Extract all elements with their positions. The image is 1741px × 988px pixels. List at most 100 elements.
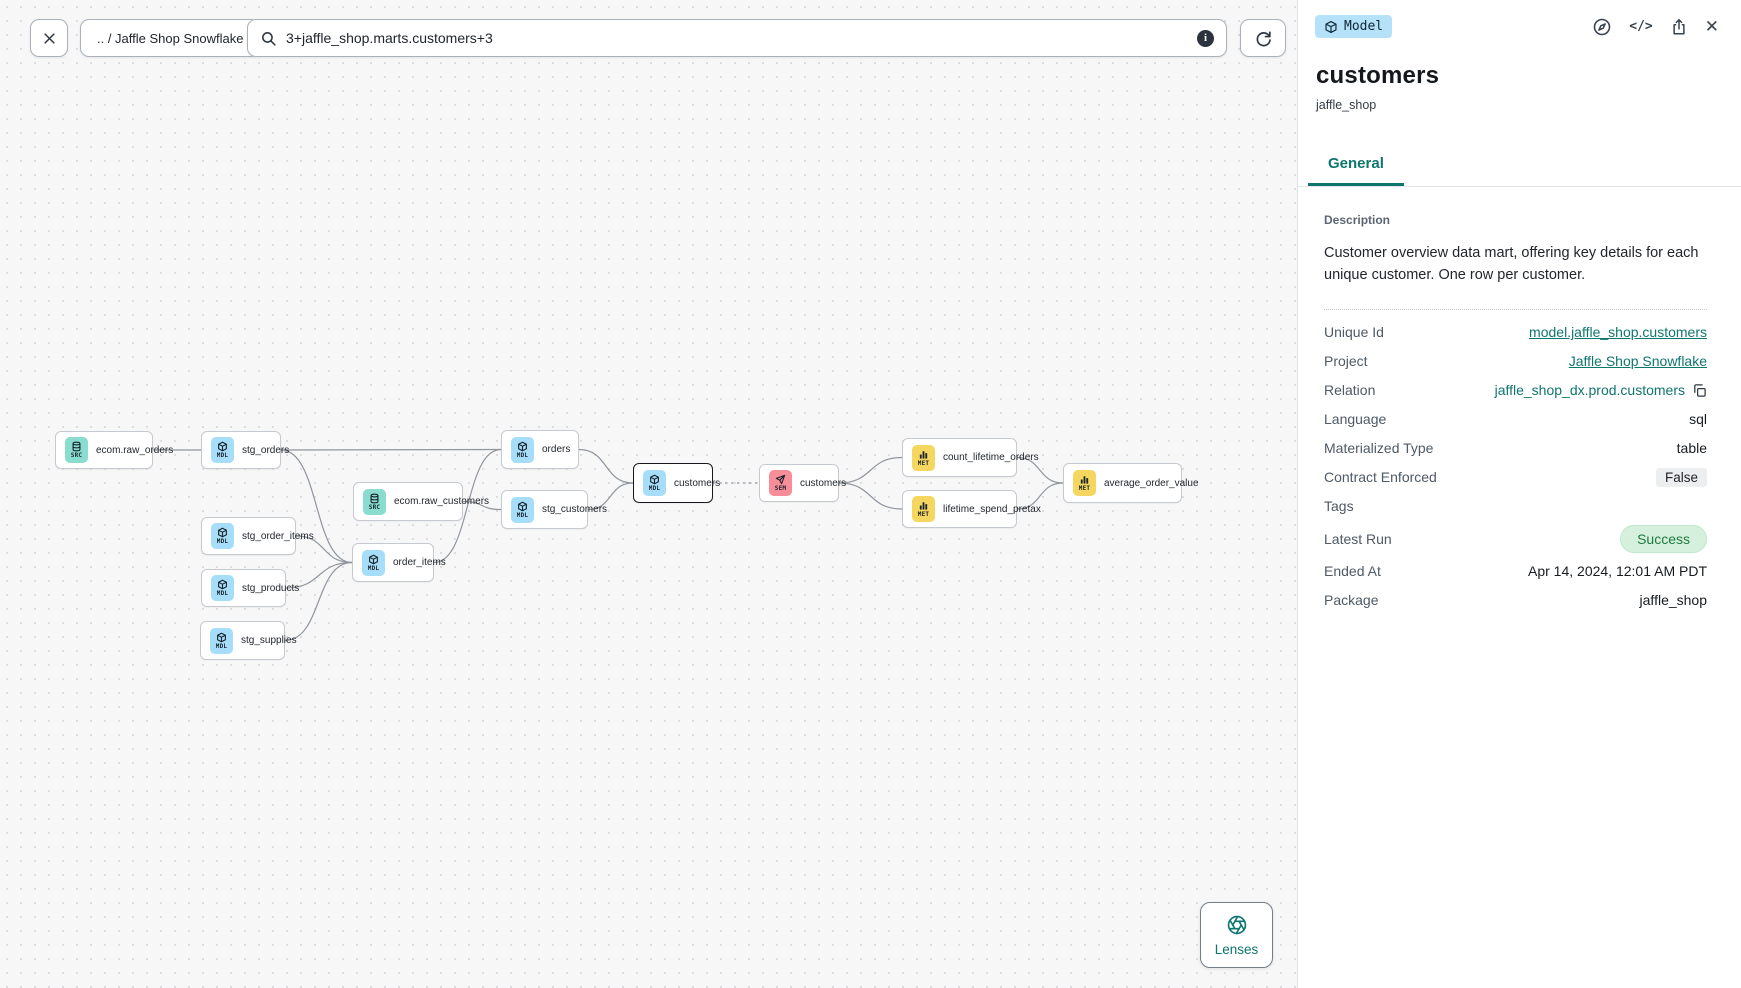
dag-node-customers_sem[interactable]: SEM customers (759, 464, 846, 502)
field-label: Language (1324, 411, 1387, 428)
dag-node-average_order_value[interactable]: MET average_order_value (1063, 463, 1199, 503)
mdl-type-icon: MDL (511, 436, 534, 463)
edge-stg_orders-to-orders (280, 448, 502, 451)
edge-orders-to-customers (578, 448, 634, 484)
panel-tabs: General (1298, 145, 1741, 187)
lenses-button[interactable]: Lenses (1200, 902, 1273, 968)
status-badge: Success (1620, 524, 1707, 553)
breadcrumb-label: .. / Jaffle Shop Snowflake (97, 30, 244, 46)
mdl-type-icon: MDL (210, 627, 233, 654)
dag-node-count_lifetime_orders[interactable]: MET count_lifetime_orders (902, 438, 1039, 477)
field-label: Tags (1324, 498, 1354, 515)
field-label: Ended At (1324, 563, 1381, 580)
search-icon (260, 30, 277, 47)
field-label: Package (1324, 592, 1379, 609)
description-label: Description (1324, 213, 1391, 227)
field-value: sql (1689, 411, 1707, 428)
dag-node-ecom.raw_customers[interactable]: SRC ecom.raw_customers (353, 482, 489, 521)
edge-customers_sem-to-lifetime_spend_pretax (838, 482, 903, 510)
dag-node-stg_orders[interactable]: MDL stg_orders (201, 431, 289, 469)
field-row-project: Project Jaffle Shop Snowflake (1324, 347, 1707, 376)
resource-type-badge[interactable]: Model (1315, 15, 1393, 38)
field-label: Project (1324, 353, 1368, 370)
close-panel-icon[interactable]: ✕ (1704, 17, 1719, 36)
field-row-ended-at: Ended At Apr 14, 2024, 12:01 AM PDT (1324, 557, 1707, 586)
edge-customers_sem-to-count_lifetime_orders (838, 456, 903, 484)
compass-icon[interactable] (1592, 17, 1612, 37)
divider (1324, 308, 1707, 310)
refresh-icon (1254, 29, 1273, 48)
field-label: Latest Run (1324, 530, 1392, 547)
dag-node-orders[interactable]: MDL orders (501, 430, 579, 469)
lenses-label: Lenses (1214, 941, 1259, 957)
field-row-relation: Relation jaffle_shop_dx.prod.customers (1324, 376, 1707, 405)
dag-node-label: order_items (393, 557, 446, 568)
dag-node-order_items[interactable]: MDL order_items (352, 543, 446, 582)
met-type-icon: MET (912, 444, 935, 471)
field-row-package: Package jaffle_shop (1324, 586, 1707, 615)
field-row-language: Language sql (1324, 405, 1707, 434)
field-value: Apr 14, 2024, 12:01 AM PDT (1528, 563, 1707, 580)
dag-node-label: stg_supplies (241, 635, 297, 646)
code-icon[interactable]: </> (1629, 19, 1653, 34)
dag-node-stg_supplies[interactable]: MDL stg_supplies (200, 621, 297, 660)
panel-title: customers (1316, 62, 1440, 89)
field-label: Materialized Type (1324, 440, 1434, 457)
dag-node-label: count_lifetime_orders (943, 452, 1039, 463)
copy-icon[interactable] (1692, 383, 1707, 398)
dag-node-label: stg_order_items (242, 530, 314, 542)
dag-node-lifetime_spend_pretax[interactable]: MET lifetime_spend_pretax (902, 490, 1041, 528)
met-type-icon: MET (1073, 470, 1096, 496)
cube-icon (1324, 20, 1338, 34)
dag-node-ecom.raw_orders[interactable]: SRC ecom.raw_orders (55, 431, 173, 469)
refresh-button[interactable] (1240, 19, 1286, 57)
src-type-icon: SRC (363, 488, 386, 515)
field-value: False (1655, 467, 1707, 487)
panel-subtitle: jaffle_shop (1316, 98, 1377, 112)
dag-node-label: ecom.raw_orders (96, 444, 174, 456)
field-row-unique-id: Unique Id model.jaffle_shop.customers (1324, 318, 1707, 347)
aperture-icon (1226, 914, 1248, 936)
edge-stg_supplies-to-order_items (284, 561, 353, 642)
field-label: Contract Enforced (1324, 469, 1437, 486)
field-row-tags: Tags (1324, 492, 1707, 521)
mdl-type-icon: MDL (211, 437, 234, 463)
dag-node-label: stg_customers (542, 504, 608, 515)
mdl-type-icon: MDL (362, 549, 385, 576)
dag-node-stg_customers[interactable]: MDL stg_customers (501, 490, 607, 529)
details-panel: Model </> ✕ customers jaffle_shop Genera… (1297, 0, 1741, 988)
mdl-type-icon: MDL (211, 523, 234, 549)
dag-node-label: ecom.raw_customers (394, 496, 490, 507)
field-value[interactable]: model.jaffle_shop.customers (1529, 324, 1707, 341)
search-bar: i (247, 19, 1227, 57)
field-label: Relation (1324, 382, 1376, 399)
mdl-type-icon: MDL (643, 470, 666, 496)
sem-type-icon: SEM (769, 470, 792, 496)
field-value[interactable]: Jaffle Shop Snowflake (1568, 353, 1707, 370)
dag-node-label: customers (800, 477, 847, 489)
tab-general[interactable]: General (1308, 145, 1404, 186)
mdl-type-icon: MDL (511, 496, 534, 523)
field-row-latest-run: Latest Run Success (1324, 521, 1707, 557)
info-icon[interactable]: i (1197, 29, 1214, 47)
field-value: jaffle_shop (1639, 592, 1707, 609)
src-type-icon: SRC (65, 437, 88, 463)
close-lineage-button[interactable] (30, 19, 68, 57)
share-icon[interactable] (1670, 18, 1688, 36)
dag-node-label: stg_orders (242, 444, 290, 456)
dag-node-label: lifetime_spend_pretax (943, 503, 1041, 515)
field-value: jaffle_shop_dx.prod.customers (1495, 382, 1707, 398)
search-input[interactable] (286, 30, 1188, 46)
dag-node-label: orders (542, 444, 571, 455)
dag-node-label: average_order_value (1104, 477, 1199, 489)
dag-node-stg_order_items[interactable]: MDL stg_order_items (201, 517, 314, 555)
met-type-icon: MET (912, 496, 935, 522)
resource-type-label: Model (1344, 19, 1384, 34)
breadcrumb[interactable]: .. / Jaffle Shop Snowflake (80, 19, 261, 57)
field-label: Unique Id (1324, 324, 1384, 341)
